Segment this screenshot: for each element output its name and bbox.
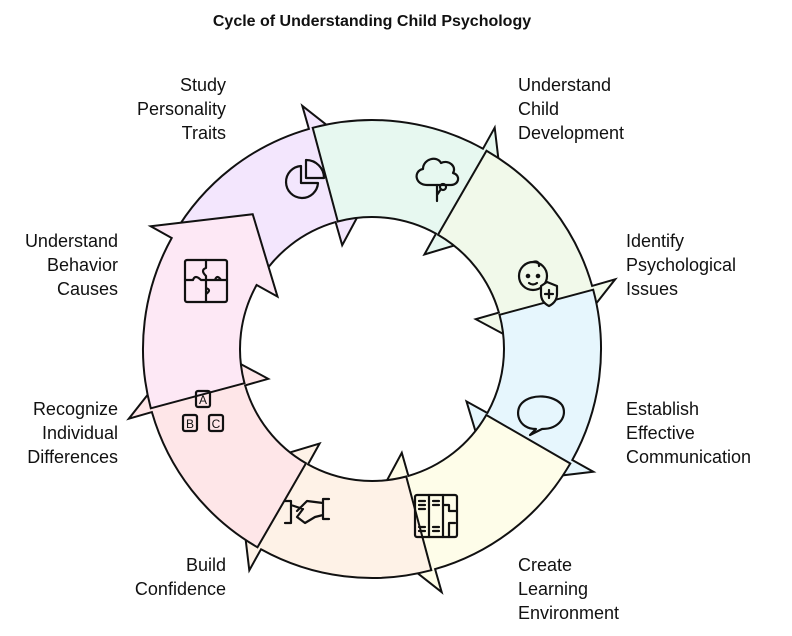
diagram-title: Cycle of Understanding Child Psychology bbox=[212, 13, 532, 30]
label-study-personality-traits: Study Personality Traits bbox=[136, 75, 226, 143]
label-recognize-individual-differences: Recognize Individual Differences bbox=[27, 399, 118, 467]
label-create-learning-environment: Create Learning Environment bbox=[518, 555, 620, 623]
svg-text:C: C bbox=[212, 417, 221, 431]
label-understand-child-development: Understand Child Development bbox=[518, 75, 625, 143]
speech-bubble-icon bbox=[517, 395, 566, 437]
puzzle-icon bbox=[183, 258, 229, 304]
abc-blocks-icon: AB C bbox=[181, 389, 225, 433]
label-understand-behavior-causes: Understand Behavior Causes bbox=[24, 231, 118, 299]
tree-growth-icon bbox=[415, 157, 460, 203]
handshake-icon bbox=[283, 497, 331, 525]
classroom-icon bbox=[413, 493, 459, 539]
svg-text:B: B bbox=[186, 417, 194, 431]
label-identify-psychological-issues: Identify Psychological Issues bbox=[626, 231, 737, 299]
svg-text:A: A bbox=[199, 393, 207, 407]
cycle-arrow-segment bbox=[142, 213, 280, 410]
label-build-confidence: Build Confidence bbox=[134, 555, 226, 599]
label-establish-effective-communication: Establish Effective Communication bbox=[626, 399, 752, 467]
child-shield-icon bbox=[517, 260, 559, 308]
pie-chart-icon bbox=[284, 158, 326, 200]
